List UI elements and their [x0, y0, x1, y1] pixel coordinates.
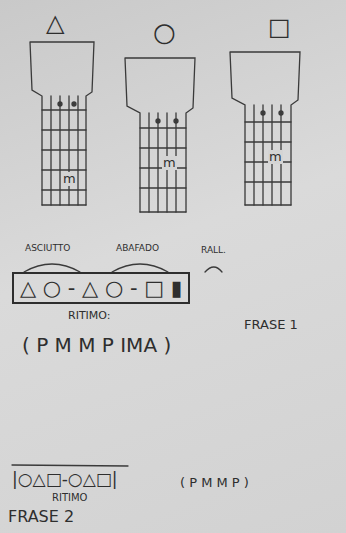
sketch-label: m — [162, 156, 177, 170]
sketch-label: ABAFADO — [116, 244, 159, 254]
sketch-label: □ — [268, 14, 291, 40]
sketch-label: |○△□-○△□| — [12, 470, 118, 489]
sketch-label: FRASE 1 — [244, 318, 298, 332]
sketch-label: ( P M M P ) — [180, 476, 249, 490]
sketch-label: ( P M M P IMA ) — [22, 334, 171, 356]
sketch-label: △ — [46, 10, 64, 36]
phrase-box: △ ○ - △ ○ - □ ▮ — [12, 272, 190, 304]
sketch-label: ○ — [153, 18, 176, 47]
chord-sequence: △ ○ - △ ○ - □ ▮ — [20, 276, 182, 300]
sketch-label: ASCIUTTO — [25, 244, 70, 254]
sketch-label: RALL. — [201, 246, 226, 256]
sketch-label: RITIMO — [52, 492, 87, 503]
sketch-label: m — [268, 150, 283, 164]
sketch-label: m — [62, 172, 77, 186]
sketch-label: RITIMO: — [68, 310, 111, 322]
sketch-label: FRASE 2 — [8, 508, 74, 526]
